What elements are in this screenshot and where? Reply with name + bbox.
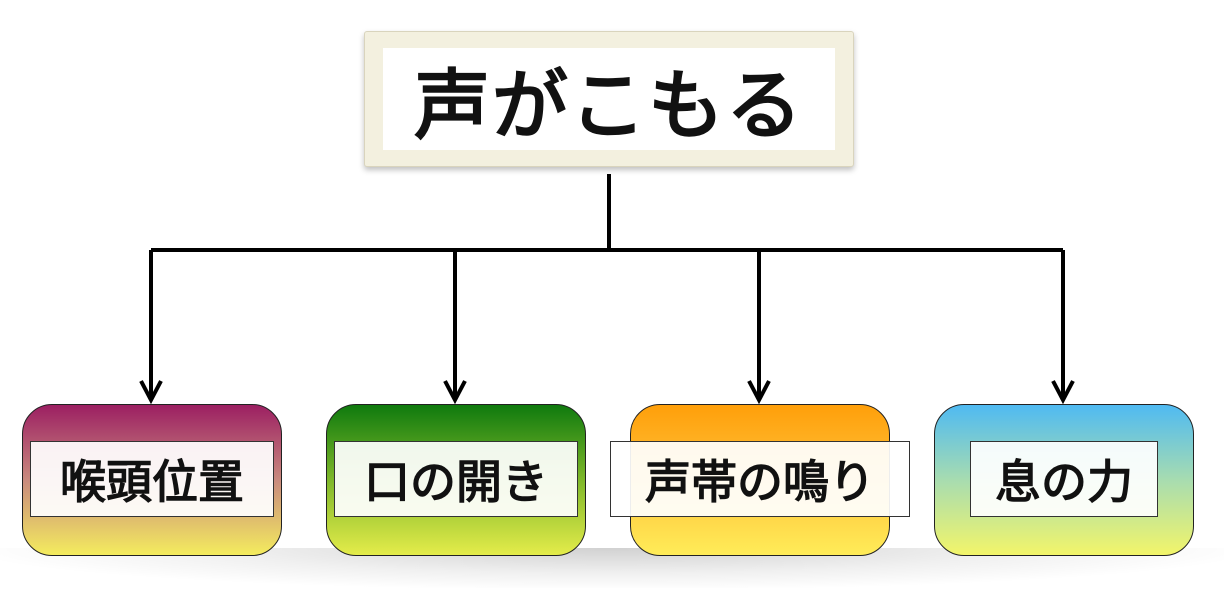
child-node-label: 息の力 xyxy=(970,441,1158,517)
arrow-down-icon xyxy=(443,250,467,405)
root-node: 声がこもる xyxy=(364,31,854,167)
child-node-label: 喉頭位置 xyxy=(30,441,274,517)
root-node-label: 声がこもる xyxy=(383,48,835,150)
child-node-label: 口の開き xyxy=(334,441,578,517)
arrow-down-icon xyxy=(747,250,771,405)
arrow-down-icon xyxy=(1051,250,1075,405)
child-node-label: 声帯の鳴り xyxy=(610,441,910,517)
arrow-down-icon xyxy=(139,250,163,405)
